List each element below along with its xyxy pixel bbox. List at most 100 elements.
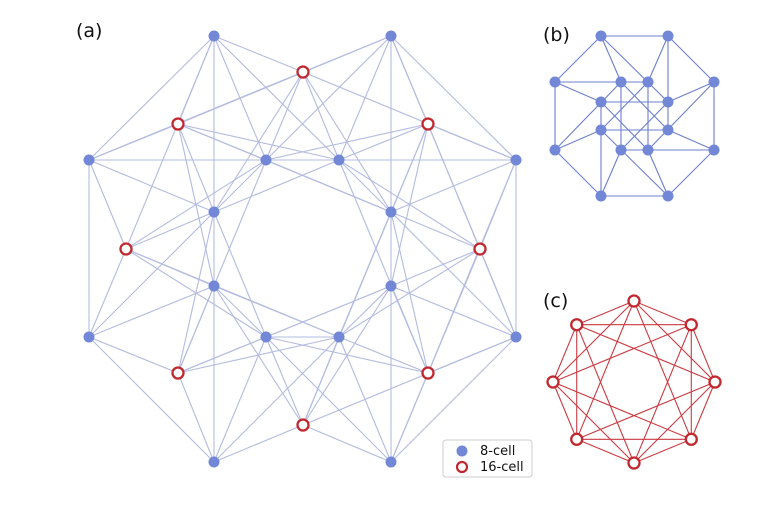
edge (88, 285, 215, 338)
edge (88, 159, 127, 250)
node-8-cell (708, 76, 720, 88)
panel-a-label: (a) (76, 20, 102, 42)
node-8-cell (208, 456, 220, 468)
node-16-cell (570, 432, 584, 446)
edge (302, 424, 392, 463)
edge (690, 381, 716, 440)
node-16-cell (684, 432, 698, 446)
edge (125, 248, 340, 338)
node-8-cell (333, 331, 345, 343)
node-16-cell (296, 65, 310, 79)
node-16-cell (708, 375, 722, 389)
edge (552, 300, 635, 383)
edge (88, 211, 215, 338)
edge (427, 159, 517, 374)
node-8-cell (385, 206, 397, 218)
panel-c-16-cell-projection (546, 294, 722, 470)
edge (576, 300, 635, 326)
edge (338, 159, 429, 374)
edge (213, 336, 340, 463)
node-8-cell (208, 206, 220, 218)
panel-b-label: (b) (543, 24, 570, 46)
panel-a-edges (88, 35, 517, 463)
node-8-cell (642, 76, 654, 88)
edge (88, 35, 215, 161)
edge (633, 381, 716, 464)
edge (125, 211, 215, 250)
node-8-cell (260, 154, 272, 166)
edge (633, 438, 692, 464)
edge (552, 324, 578, 383)
edge (88, 123, 179, 161)
edge (427, 123, 517, 161)
node-16-cell (684, 318, 698, 332)
edge (552, 381, 635, 464)
panel-b-8-cell-projection (549, 30, 720, 202)
panel-b-nodes (549, 30, 720, 202)
edge (265, 336, 304, 426)
node-8-cell (595, 190, 607, 202)
edge (213, 424, 304, 463)
edge (390, 211, 481, 250)
edge (390, 35, 481, 250)
edge (390, 372, 429, 463)
edge (177, 211, 215, 374)
edge (576, 324, 635, 464)
legend: 8-cell 16-cell (442, 439, 533, 478)
edge (600, 101, 649, 151)
edge (667, 81, 715, 103)
edge (177, 123, 392, 213)
legend-label-16-cell: 16-cell (480, 460, 524, 475)
edge (620, 81, 669, 131)
edge (213, 35, 340, 161)
node-8-cell (595, 96, 607, 108)
node-16-cell (546, 375, 560, 389)
node-16-cell (570, 318, 584, 332)
edge (576, 324, 716, 383)
edge (177, 123, 340, 161)
edge (213, 285, 304, 426)
node-8-cell (662, 124, 674, 136)
edge (552, 324, 692, 383)
edge (390, 248, 481, 287)
edge (213, 336, 267, 463)
node-8-cell (510, 154, 522, 166)
edge (88, 336, 179, 374)
legend-marker-8-cell (456, 445, 468, 457)
edge (213, 211, 267, 338)
node-16-cell (171, 366, 185, 380)
node-8-cell (333, 154, 345, 166)
edge (125, 159, 267, 250)
panel-c-nodes (546, 294, 722, 470)
edge (338, 159, 392, 213)
edge (633, 300, 692, 440)
edge (620, 101, 669, 151)
panel-c-edges (552, 300, 716, 464)
panel-c-label: (c) (543, 290, 568, 312)
node-8-cell (83, 331, 95, 343)
node-8-cell (595, 30, 607, 42)
edge (647, 81, 715, 151)
node-8-cell (662, 30, 674, 42)
edge (554, 81, 622, 151)
edge (88, 336, 215, 463)
edge (265, 123, 429, 161)
edge (576, 381, 716, 440)
edge (647, 35, 669, 83)
edge (265, 35, 392, 161)
edge (302, 211, 392, 426)
edge (213, 159, 340, 213)
edge (390, 35, 517, 161)
edge (552, 381, 578, 440)
node-8-cell (83, 154, 95, 166)
node-8-cell (260, 331, 272, 343)
edge (600, 81, 649, 131)
node-16-cell (171, 117, 185, 131)
edge (125, 35, 215, 250)
edge (390, 211, 429, 374)
edge (88, 248, 127, 338)
edge (338, 336, 429, 374)
edge (390, 336, 517, 463)
edge (690, 324, 716, 383)
